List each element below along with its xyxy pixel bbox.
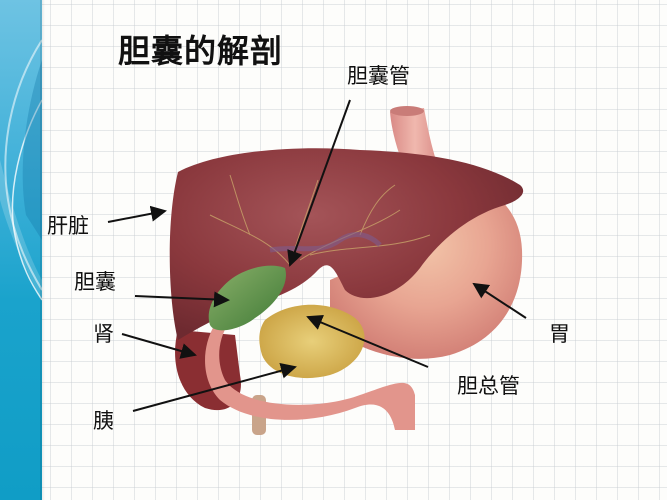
slide-title: 胆囊的解剖 xyxy=(118,32,284,70)
arrow-stomach xyxy=(472,282,527,319)
label-stomach: 胃 xyxy=(549,322,570,346)
label-pancreas: 胰 xyxy=(93,409,114,433)
arrow-kidney xyxy=(121,333,197,359)
duodenum-shape xyxy=(205,295,415,430)
swoosh-decoration-icon xyxy=(0,39,42,301)
label-common-bile-duct: 胆总管 xyxy=(457,374,520,398)
gallbladder-shape xyxy=(208,265,286,331)
label-liver: 肝脏 xyxy=(47,214,89,238)
pancreas-shape xyxy=(259,304,365,379)
arrow-cystic-duct xyxy=(287,99,351,267)
decorative-sidebar xyxy=(0,0,42,500)
sidebar-edge xyxy=(40,0,45,500)
arrow-liver xyxy=(107,205,167,223)
label-gallbladder: 胆囊 xyxy=(74,270,116,294)
arrow-pancreas xyxy=(132,362,297,412)
label-kidney: 肾 xyxy=(93,322,114,346)
arrow-gallbladder xyxy=(134,291,230,308)
label-cystic-duct: 胆囊管 xyxy=(347,64,410,88)
arrow-common-bile-duct xyxy=(306,315,429,368)
hepatic-vessels xyxy=(269,232,382,253)
